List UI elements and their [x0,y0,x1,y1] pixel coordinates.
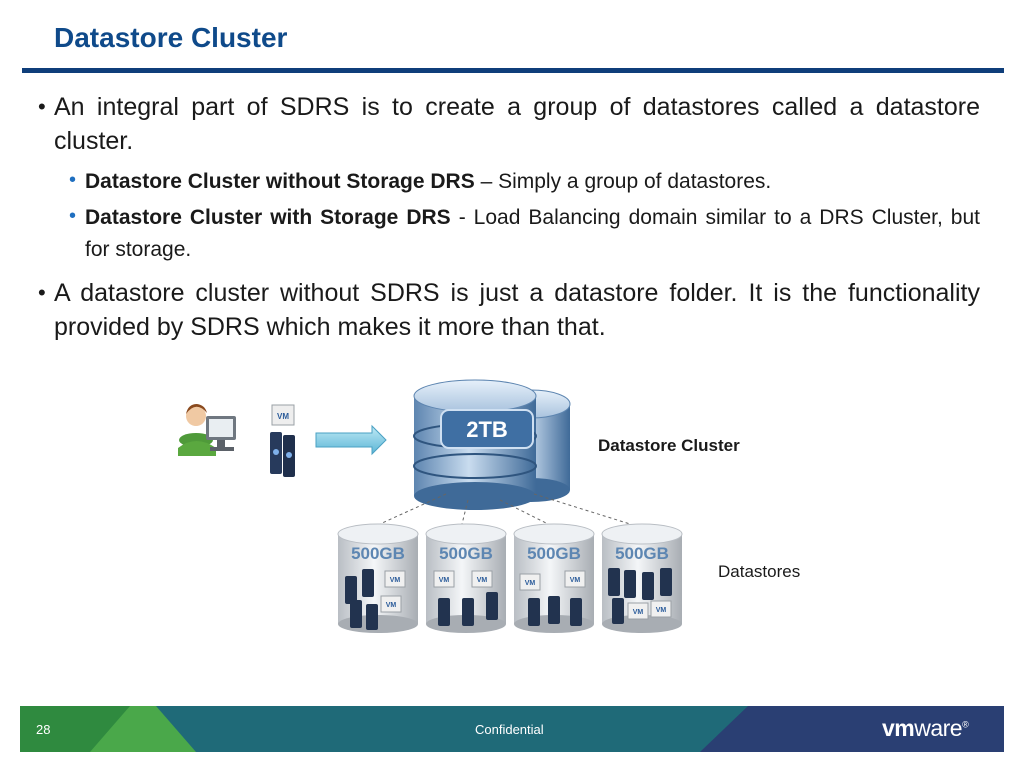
datastore-size-label: 500GB [527,544,581,563]
datastore-size-label: 500GB [351,544,405,563]
datastore-1: 500GB VM VM [337,523,419,633]
sub-bullet-1-text: – Simply a group of datastores. [474,170,772,193]
bullet-2-text: A datastore cluster without SDRS is just… [54,279,980,341]
datastore-3: 500GB VM VM [513,523,595,633]
cluster-label: Datastore Cluster [598,436,740,455]
sub-bullet-1: • Datastore Cluster without Storage DRS … [69,166,980,198]
cluster-disk-stack-icon: 2TB [413,379,571,510]
datastore-size-label: 500GB [615,544,669,563]
vm-badge-text: VM [277,412,289,421]
vm-badge-text: VM [656,607,667,614]
bullet-2: • A datastore cluster without SDRS is ju… [38,276,980,344]
vm-server-icon: VM [270,404,295,477]
title-divider [22,68,1004,73]
footer-background [20,706,1004,752]
datastore-4: 500GB VM VM [601,523,683,633]
bullet-1-text: An integral part of SDRS is to create a … [54,93,980,155]
vm-badge-text: VM [477,577,488,584]
sub-bullet-2: • Datastore Cluster with Storage DRS - L… [69,202,980,266]
bullet-1: • An integral part of SDRS is to create … [38,90,980,158]
user-computer-icon [178,404,236,456]
vm-badge-text: VM [525,580,536,587]
sub-bullet-dot-icon: • [69,205,77,227]
sub-bullet-1-bold: Datastore Cluster without Storage DRS [85,170,475,193]
datastores-label: Datastores [718,562,801,581]
sub-bullet-dot-icon: • [69,169,77,191]
connector-lines [379,493,631,525]
vm-badge-text: VM [390,577,401,584]
vmware-logo: vmware® [882,715,969,741]
vm-badge-text: VM [570,577,581,584]
slide-title: Datastore Cluster [54,22,288,53]
page-number: 28 [36,722,51,737]
datastore-2: 500GB VM VM [425,523,507,633]
sub-bullet-2-bold: Datastore Cluster with Storage DRS [85,206,451,229]
vm-badge-text: VM [633,609,644,616]
bullet-dot-icon: • [38,94,46,119]
footer-bar: 28 Confidential vmware® [20,706,1004,752]
sub-bullet-2-text: - Load Balancing domain similar to a DRS… [85,206,980,261]
arrow-right-icon [315,424,387,456]
bullet-dot-icon: • [38,280,46,305]
vm-badge-text: VM [439,577,450,584]
confidential-label: Confidential [475,722,544,737]
datastore-size-label: 500GB [439,544,493,563]
vm-badge-text: VM [386,602,397,609]
cluster-size-label: 2TB [466,417,508,442]
bullet-list: • An integral part of SDRS is to create … [38,90,980,352]
